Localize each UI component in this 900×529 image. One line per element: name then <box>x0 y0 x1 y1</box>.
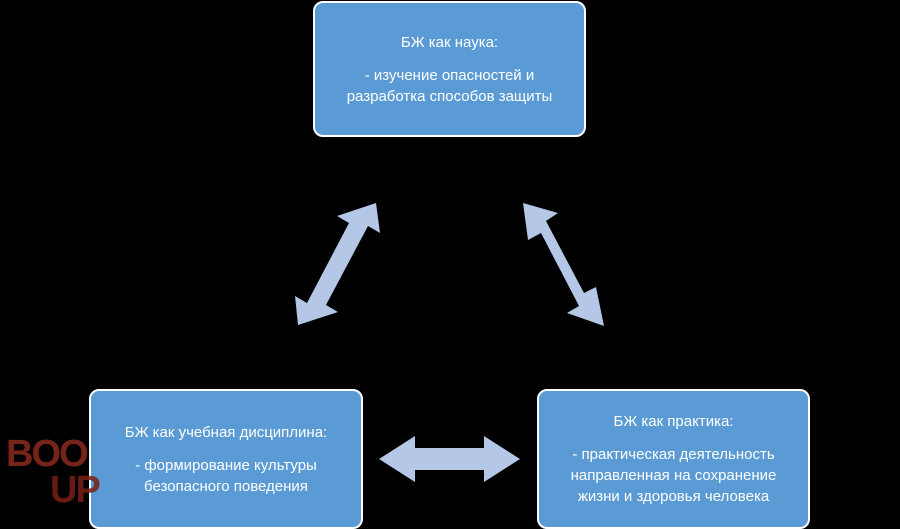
box-text-line: - изучение опасностей и <box>364 66 535 84</box>
box-text-line: безопасного поведения <box>144 477 308 495</box>
box-text-line: разработка способов защиты <box>346 87 553 105</box>
box-bzh-science: БЖ как наука: - изучение опасностей и ра… <box>313 1 586 137</box>
double-arrow-top-left <box>295 203 380 325</box>
box-text-line: - формирование культуры <box>135 456 317 474</box>
logo-line-1: BOO <box>6 433 89 475</box>
box-title: БЖ как наука: <box>400 33 499 51</box>
box-title: БЖ как практика: <box>613 413 734 430</box>
box-text-line: направленная на сохранение <box>570 467 777 484</box>
double-arrow-top-right <box>523 203 604 326</box>
watermark-logo: BOO UP <box>6 433 101 511</box>
double-arrow-left-right <box>379 436 520 482</box>
box-title: БЖ как учебная дисциплина: <box>124 423 328 441</box>
box-text-line: - практическая деятельность <box>572 446 775 463</box>
box-bzh-discipline: БЖ как учебная дисциплина: - формировани… <box>89 389 363 529</box>
logo-line-2: UP <box>50 469 101 511</box>
box-bzh-practice: БЖ как практика: - практическая деятельн… <box>537 389 810 529</box>
box-text-line: жизни и здоровья человека <box>577 488 770 505</box>
